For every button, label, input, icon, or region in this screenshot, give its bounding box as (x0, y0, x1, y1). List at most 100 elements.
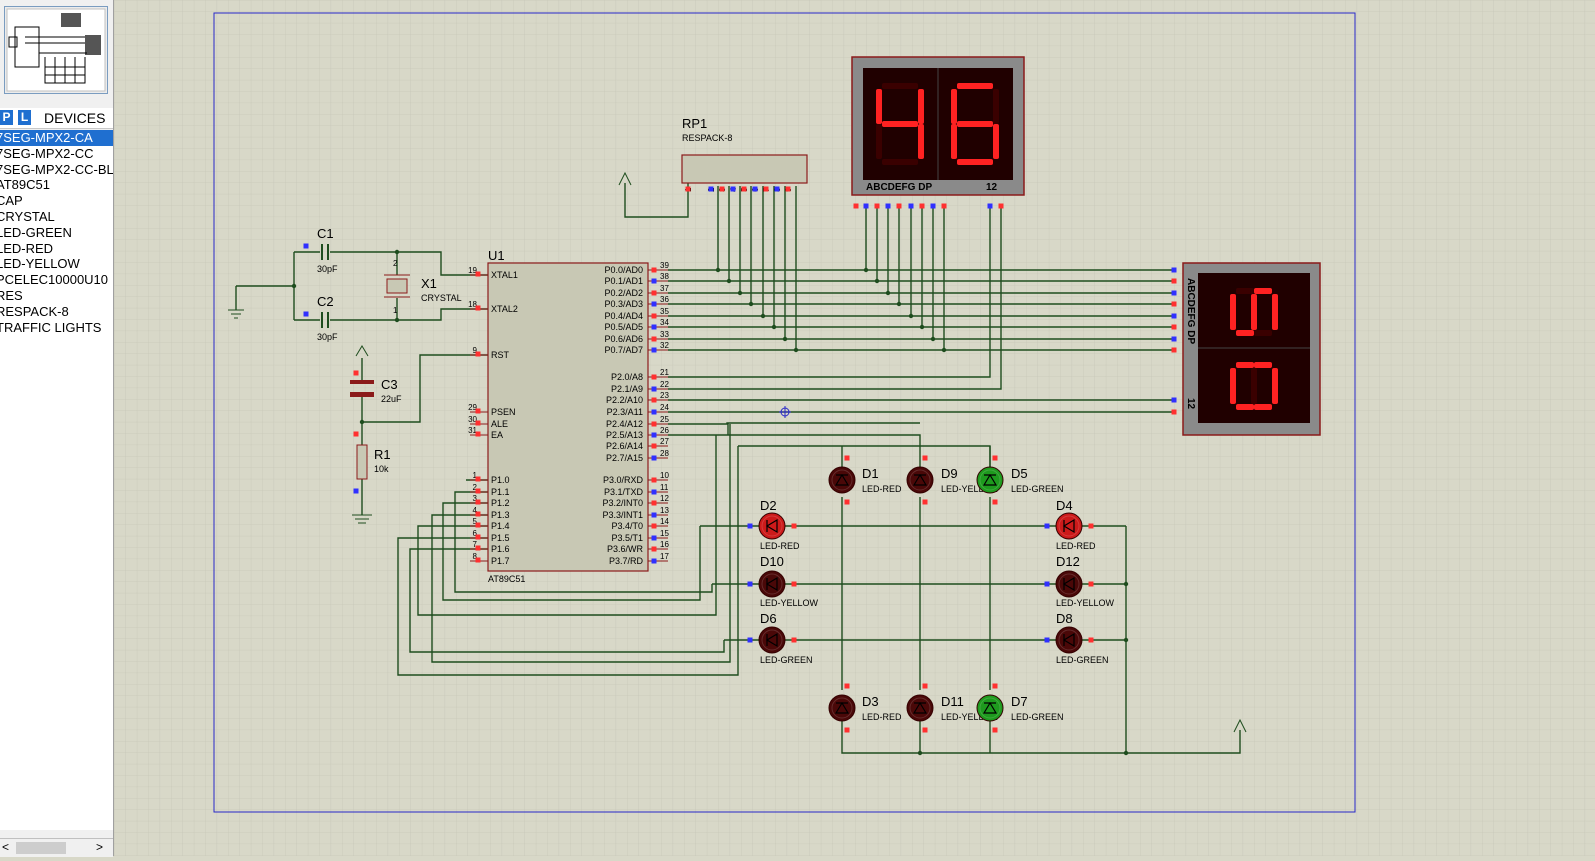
pin-marker[interactable] (785, 186, 791, 192)
led-d12[interactable] (1055, 570, 1083, 598)
c3-plate[interactable] (350, 392, 374, 397)
pin-marker[interactable] (1171, 301, 1177, 307)
segment[interactable] (993, 124, 999, 159)
pin-marker[interactable] (844, 727, 850, 733)
pin-marker[interactable] (896, 203, 902, 209)
led-ring[interactable] (761, 629, 783, 651)
junction-dot[interactable] (291, 283, 297, 289)
junction-dot[interactable] (1123, 581, 1129, 587)
segment[interactable] (1254, 362, 1272, 368)
scroll-left-arrow[interactable]: < (2, 840, 10, 854)
pin-marker[interactable] (874, 203, 880, 209)
pin-marker[interactable] (651, 421, 657, 427)
diode-icon[interactable] (912, 473, 928, 486)
pin-marker[interactable] (791, 581, 797, 587)
pin-marker[interactable] (303, 311, 309, 317)
led-ring[interactable] (979, 697, 1001, 719)
pin-marker[interactable] (651, 267, 657, 273)
pin-marker[interactable] (475, 534, 481, 540)
pin-marker[interactable] (475, 488, 481, 494)
pin-marker[interactable] (475, 271, 481, 277)
segment[interactable] (993, 89, 999, 124)
device-list-item[interactable]: CRYSTAL (0, 208, 55, 224)
pin-marker[interactable] (922, 455, 928, 461)
pin-marker[interactable] (1171, 336, 1177, 342)
pin-marker[interactable] (930, 203, 936, 209)
pin-marker[interactable] (353, 370, 359, 376)
horizontal-scrollbar[interactable]: < > (0, 838, 113, 857)
pin-marker[interactable] (651, 374, 657, 380)
pin-marker[interactable] (651, 290, 657, 296)
pin-marker[interactable] (998, 203, 1004, 209)
pin-marker[interactable] (844, 499, 850, 505)
pin-marker[interactable] (1171, 278, 1177, 284)
led-ring[interactable] (831, 697, 853, 719)
pin-marker[interactable] (651, 500, 657, 506)
segment[interactable] (876, 124, 882, 159)
pin-marker[interactable] (651, 386, 657, 392)
junction-dot[interactable] (917, 750, 923, 756)
segment[interactable] (876, 89, 882, 124)
device-list-item[interactable]: 7SEG-MPX2-CC (0, 145, 94, 161)
led-d2[interactable] (758, 512, 786, 540)
junction-dot[interactable] (359, 419, 365, 425)
device-list-item[interactable]: LED-YELLOW (0, 256, 80, 272)
pin-marker[interactable] (475, 511, 481, 517)
junction-dot[interactable] (737, 290, 743, 296)
junction-dot[interactable] (726, 278, 732, 284)
scroll-thumb[interactable] (16, 842, 66, 854)
pin-marker[interactable] (651, 535, 657, 541)
device-list-item[interactable]: RESPACK-8 (0, 303, 69, 319)
segment[interactable] (957, 83, 993, 89)
diode-icon[interactable] (834, 701, 850, 714)
led-d3[interactable] (828, 694, 856, 722)
junction-dot[interactable] (782, 336, 788, 342)
segment[interactable] (951, 124, 957, 159)
pin-marker[interactable] (844, 683, 850, 689)
led-d11[interactable] (906, 694, 934, 722)
pin-marker[interactable] (791, 637, 797, 643)
digit-group[interactable] (1230, 362, 1278, 410)
pin-marker[interactable] (475, 420, 481, 426)
junction-dot[interactable] (760, 313, 766, 319)
segment[interactable] (1230, 368, 1236, 404)
power-arrow[interactable] (355, 345, 369, 357)
pin-marker[interactable] (651, 397, 657, 403)
pin-marker[interactable] (1044, 581, 1050, 587)
pin-marker[interactable] (763, 186, 769, 192)
pin-marker[interactable] (747, 523, 753, 529)
junction-dot[interactable] (1123, 750, 1129, 756)
pin-marker[interactable] (651, 324, 657, 330)
pin-marker[interactable] (791, 523, 797, 529)
pin-marker[interactable] (774, 186, 780, 192)
pin-marker[interactable] (1088, 581, 1094, 587)
pin-marker[interactable] (844, 455, 850, 461)
led-ring[interactable] (1058, 629, 1080, 651)
pin-marker[interactable] (992, 727, 998, 733)
pin-marker[interactable] (1171, 324, 1177, 330)
device-list-item[interactable]: CAP (0, 193, 23, 209)
u1-body[interactable] (487, 262, 649, 572)
junction-dot[interactable] (394, 249, 400, 255)
led-d1[interactable] (828, 466, 856, 494)
junction-dot[interactable] (896, 301, 902, 307)
pin-marker[interactable] (1044, 523, 1050, 529)
pin-marker[interactable] (747, 581, 753, 587)
diode-icon[interactable] (912, 701, 928, 714)
segment[interactable] (1272, 294, 1278, 330)
pin-marker[interactable] (475, 476, 481, 482)
led-ring[interactable] (831, 469, 853, 491)
junction-dot[interactable] (908, 313, 914, 319)
segment[interactable] (957, 159, 993, 165)
segment[interactable] (1251, 294, 1257, 330)
pin-marker[interactable] (651, 313, 657, 319)
power-arrow[interactable] (618, 171, 632, 186)
device-list-item[interactable]: 7SEG-MPX2-CC-BL (0, 161, 113, 177)
cursor-marker[interactable] (779, 406, 791, 418)
ground-symbol[interactable] (228, 309, 244, 319)
led-d6[interactable] (758, 626, 786, 654)
pin-marker[interactable] (651, 336, 657, 342)
pin-marker[interactable] (475, 522, 481, 528)
pin-marker[interactable] (992, 683, 998, 689)
